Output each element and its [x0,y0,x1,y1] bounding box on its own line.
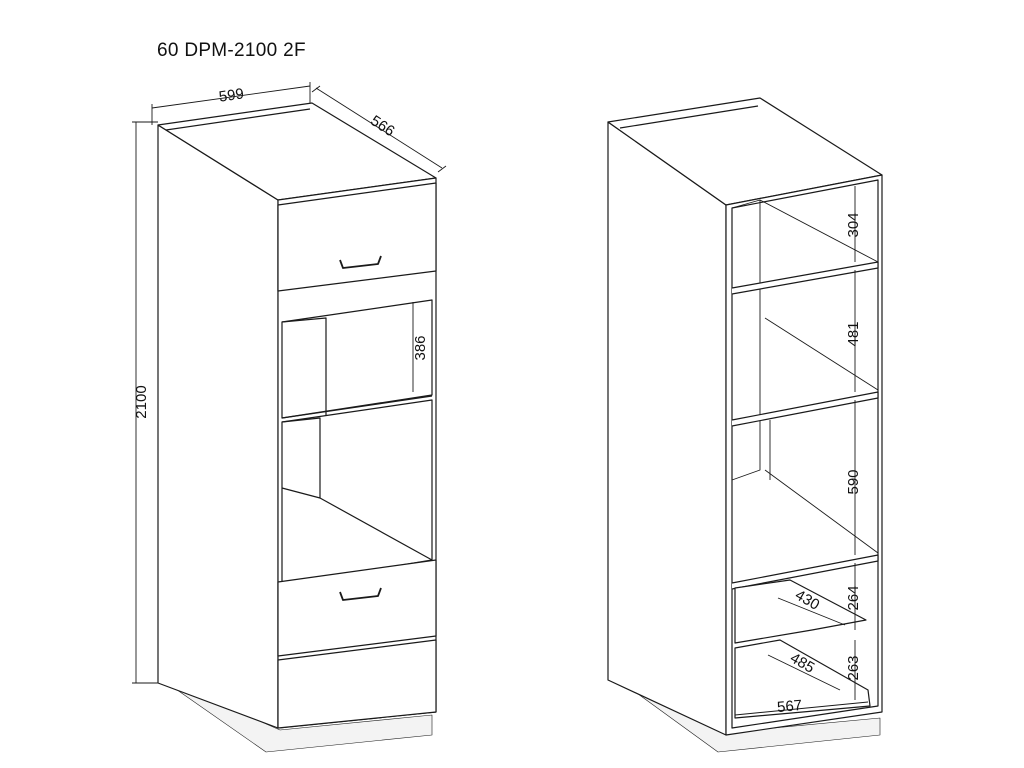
left-oven-niche-diag [319,497,433,561]
dim-shelf-1: 304 [845,212,862,237]
right-inner-drawer-1 [734,579,867,644]
dim-shelf-3: 590 [845,469,862,494]
right-side-panel [607,121,727,736]
left-lower-drawer-1 [277,559,437,657]
left-top-edge [165,108,311,131]
left-upper-drawer-front [277,182,437,292]
dim-shelf-4: 264 [845,585,862,610]
right-shelf-2 [731,391,879,427]
dim-oven-niche-upper: 386 [412,335,429,360]
dim-height: 2100 [133,385,150,418]
right-back-diag-2 [764,317,879,391]
left-upper-niche [281,299,433,419]
left-niche-shelf [281,395,433,419]
right-back-edge [731,199,761,481]
left-cabinet [157,102,437,753]
dim-shelf-5: 263 [845,655,862,680]
right-inner-drawer-2 [734,639,871,719]
left-lower-drawer-2 [277,639,437,729]
left-side-panel [157,124,279,729]
right-shelf-1 [731,261,879,295]
right-dimensions [734,186,869,716]
right-top-edge [619,105,759,129]
right-back-diag-3 [764,469,879,554]
dim-depth: 566 [367,112,397,140]
left-dimensions [132,82,447,684]
right-cabinet [607,97,883,753]
dim-width: 599 [218,85,245,105]
dim-inner-width: 567 [776,697,802,716]
right-shelf-3 [731,554,879,590]
left-upper-niche-depth [281,317,327,418]
left-upper-handle [339,255,382,269]
left-lower-handle [339,587,382,601]
left-oven-niche [281,399,433,586]
right-back-diag-1 [759,199,879,263]
dim-shelf-2: 481 [845,321,862,346]
diagram-title: 60 DPM-2100 2F [157,40,306,61]
left-oven-niche-depth [281,417,321,499]
